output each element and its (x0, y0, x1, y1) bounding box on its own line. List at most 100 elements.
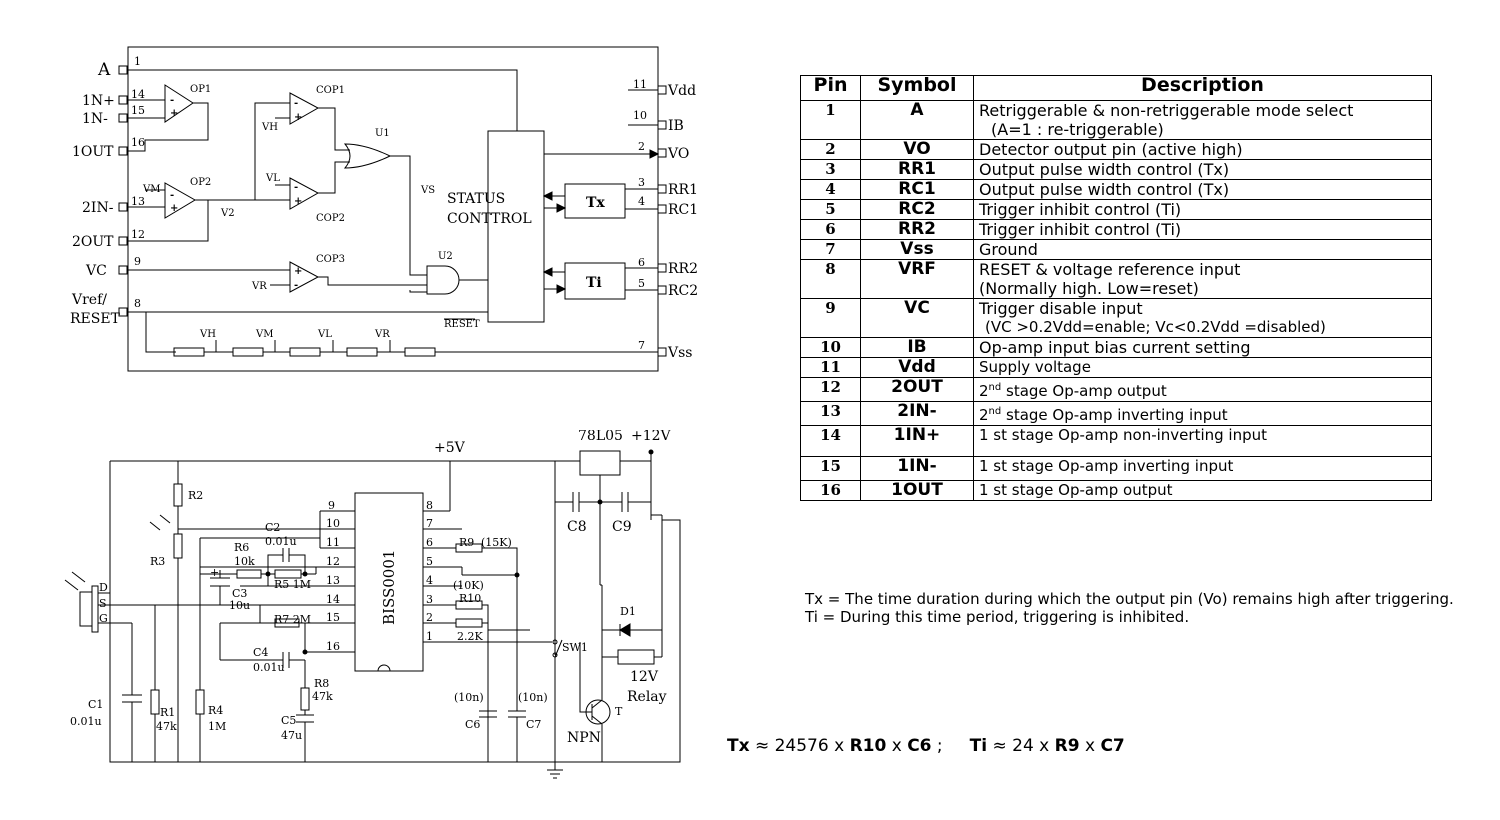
pir-sensor (91, 585, 99, 633)
pin-box-rr1 (657, 184, 667, 194)
vl-label: VL (265, 173, 280, 184)
formula-c7: C7 (1100, 736, 1125, 756)
pin-box-vc (118, 265, 128, 275)
r5-label: R5 1M (274, 578, 311, 591)
u2-label: U2 (438, 251, 453, 262)
vh-label: VH (261, 122, 278, 133)
tx-block (564, 183, 626, 219)
r4-label: R4 (208, 704, 223, 717)
divider-resistor-4 (346, 347, 378, 357)
ic-pin-15: 15 (326, 611, 340, 624)
sw1-label: SW1 (562, 641, 588, 654)
c3-label: C3 (232, 587, 247, 600)
pin-num-13: 13 (131, 195, 145, 208)
pin-num-3: 3 (638, 176, 645, 189)
r22k-label: 2.2K (457, 630, 483, 643)
pin-description: Supply voltage (973, 357, 1432, 378)
pin-symbol: 2IN- (860, 401, 974, 426)
pin-label-reset: RESET (70, 311, 121, 327)
timing-formula: Tx ≈ 24576 x R10 x C6 ; Ti ≈ 24 x R9 x C… (727, 736, 1125, 756)
ic-pin-16: 16 (326, 640, 340, 653)
pin-number: 1 (800, 100, 861, 140)
pin-label-1out: 1OUT (72, 144, 114, 160)
op2-label: OP2 (190, 177, 211, 188)
svg-text:-: - (294, 182, 298, 193)
pin-num-5: 5 (638, 277, 645, 290)
pin-label-vdd: Vdd (667, 83, 696, 99)
d1-label: D1 (620, 605, 636, 618)
pin-symbol: IB (860, 337, 974, 358)
c6-label: C6 (465, 718, 480, 731)
ti-block (564, 262, 626, 300)
pin-num-16: 16 (131, 136, 145, 149)
c1-value: 0.01u (70, 715, 102, 728)
pin-description: Output pulse width control (Tx) (973, 159, 1432, 180)
pin-box-a (118, 65, 128, 75)
ti-note: Ti = During this time period, triggering… (805, 608, 1190, 626)
table-row: 11 Vdd Supply voltage (800, 357, 1432, 378)
pin-description: 2nd stage Op-amp output (973, 377, 1432, 402)
tx-label: Tx (586, 195, 605, 211)
svg-text:+: + (294, 266, 302, 277)
r1-value: 47k (156, 720, 177, 733)
ic-pin-1: 1 (426, 630, 433, 643)
r8-value: 47k (312, 690, 333, 703)
r22k-resistor (455, 618, 483, 628)
status-control-block (487, 130, 545, 323)
pin-label-rr2: RR2 (668, 261, 698, 277)
cop2-label: COP2 (316, 213, 345, 224)
pin-box-2inm (118, 202, 128, 212)
supply-5v-label: +5V (434, 440, 466, 456)
pin-symbol: RC1 (860, 179, 974, 200)
c5-label: C5 (281, 714, 296, 727)
pin-symbol: VC (860, 298, 974, 338)
divider-label-vh: VH (199, 329, 216, 340)
r8-resistor (300, 687, 310, 711)
r6-resistor (236, 569, 262, 579)
ic-pin-2: 2 (426, 611, 433, 624)
pin-description: Trigger inhibit control (Ti) (973, 199, 1432, 220)
divider-resistor-5 (404, 347, 436, 357)
pin-label-rc2: RC2 (668, 283, 698, 299)
table-row: 6 RR2 Trigger inhibit control (Ti) (800, 219, 1432, 240)
u1-label: U1 (375, 128, 390, 139)
t-label: T (615, 705, 623, 718)
table-row: 9 VC Trigger disable input(VC >0.2Vdd=en… (800, 298, 1432, 338)
formula-ti-symbol: Ti (969, 736, 988, 756)
pin-label-2out: 2OUT (72, 234, 114, 250)
pin-symbol: Vss (860, 239, 974, 260)
application-circuit: +5V +12V 78L05 C8 C9 12V Relay NPN BISS0… (64, 430, 681, 779)
npn-label: NPN (567, 730, 601, 746)
svg-text:+: + (170, 108, 178, 119)
header-pin: Pin (800, 75, 861, 101)
pin-num-15: 15 (131, 104, 145, 117)
pin-num-8: 8 (134, 297, 141, 310)
pin-symbol: VRF (860, 259, 974, 299)
pin-symbol: Vdd (860, 357, 974, 378)
table-row: 1 A Retriggerable & non-retriggerable mo… (800, 100, 1432, 140)
cop3-label: COP3 (316, 254, 345, 265)
pin-box-rr2 (657, 263, 667, 273)
pin-label-a: A (97, 60, 111, 80)
status-label: STATUS (447, 191, 505, 207)
pin-label-vref: Vref/ (71, 292, 107, 308)
vs-label: VS (420, 185, 435, 196)
ic-pin-14: 14 (326, 593, 340, 606)
pin-number: 6 (800, 219, 861, 240)
pin-box-1out (118, 146, 128, 156)
r10-label: R10 (459, 592, 481, 605)
table-row: 16 1OUT 1 st stage Op-amp output (800, 480, 1432, 501)
pin-num-14: 14 (131, 88, 145, 101)
divider-resistor-1 (173, 347, 205, 357)
table-row: 4 RC1 Output pulse width control (Tx) (800, 179, 1432, 200)
pin-num-10: 10 (633, 109, 647, 122)
pin-box-2out (118, 236, 128, 246)
divider-resistor-3 (289, 347, 321, 357)
table-header-row: Pin Symbol Description (800, 75, 1432, 101)
pin-label-1inp: 1N+ (82, 93, 115, 109)
pin-description-table: Pin Symbol Description 1 A Retriggerable… (800, 75, 1432, 501)
pir-s-label: S (99, 597, 107, 610)
pin-num-4: 4 (638, 195, 645, 208)
pin-box-vss (657, 347, 667, 357)
pin-number: 10 (800, 337, 861, 358)
